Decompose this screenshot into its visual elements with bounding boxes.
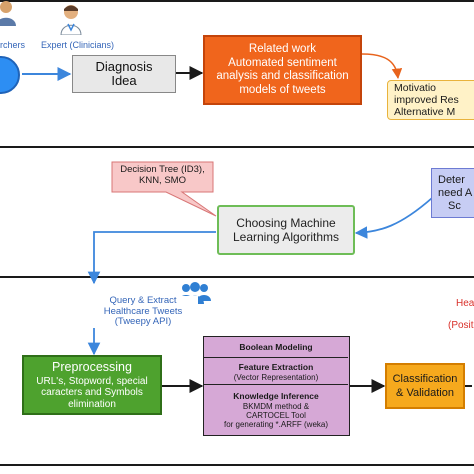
related-line-4: models of tweets	[239, 83, 326, 96]
motivation-box: Motivatio improved Res Alternative M	[387, 80, 474, 120]
motivation-line-3: Alternative M	[394, 106, 456, 118]
preprocessing-title: Preprocessing	[52, 359, 132, 374]
motivation-line-1: Motivatio	[394, 82, 437, 94]
modeling-stack: Boolean Modeling Feature Extraction (Vec…	[203, 336, 350, 436]
health-line-1: Hea	[456, 298, 474, 309]
preprocessing-box: Preprocessing URL's, Stopword, special c…	[22, 355, 162, 415]
health-sentiment-label: Hea (Posit	[448, 293, 474, 337]
related-work-box: Related work Automated sentiment analysi…	[203, 35, 362, 105]
boolean-modeling-section: Boolean Modeling	[204, 337, 348, 358]
algorithms-line-2: KNN, SMO	[139, 175, 186, 186]
researchers-icon	[0, 0, 18, 26]
arrow-related-to-motivation	[361, 53, 403, 80]
preprocessing-line-3: elimination	[68, 398, 116, 410]
choosing-line-1: Choosing Machine	[236, 216, 336, 230]
classification-line-1: Classification	[392, 373, 458, 385]
expert-label: Expert (Clinicians)	[41, 40, 115, 50]
knowledge-line-2: CARTOCEL Tool	[246, 410, 306, 420]
diagnosis-line-2: Idea	[111, 73, 137, 88]
arrow-determine-to-choosing	[354, 197, 433, 239]
query-line-2: Healthcare Tweets	[103, 305, 183, 317]
determine-box: Deter need A Sc	[431, 168, 474, 218]
feature-sub: (Vector Representation)	[233, 372, 319, 382]
preprocessing-line-2: caracters and Symbols	[41, 387, 143, 399]
knowledge-inference-section: Knowledge Inference BKMDM method & CARTO…	[204, 386, 348, 434]
query-line-3: (Tweepy API)	[114, 316, 172, 327]
motivation-line-2: improved Res	[394, 94, 459, 106]
related-line-2: Automated sentiment	[228, 56, 337, 69]
feature-extraction-section: Feature Extraction (Vector Representatio…	[204, 358, 348, 385]
top-border	[0, 0, 474, 2]
boolean-label: Boolean Modeling	[239, 342, 313, 352]
diagnosis-idea-box: Diagnosis Idea	[72, 55, 176, 93]
determine-line-1: Deter	[438, 173, 465, 186]
query-extract-label: Query & Extract Healthcare Tweets (Tweep…	[88, 295, 198, 328]
feature-title: Feature Extraction	[238, 362, 314, 372]
lane-divider-2	[0, 276, 474, 278]
algorithms-line-1: Decision Tree (ID3),	[120, 164, 205, 175]
query-line-1: Query & Extract	[109, 295, 177, 306]
diagnosis-line-1: Diagnosis	[95, 59, 153, 74]
knowledge-title: Knowledge Inference	[233, 391, 319, 401]
researchers-label: rchers	[0, 40, 26, 50]
bottom-border	[0, 464, 474, 466]
classification-line-2: & Validation	[396, 387, 454, 399]
algorithms-callout: Decision Tree (ID3), KNN, SMO	[110, 160, 220, 218]
classification-validation-box: Classification & Validation	[385, 363, 465, 409]
determine-line-3: Sc	[448, 199, 461, 212]
related-line-1: Related work	[248, 43, 317, 55]
related-line-3: analysis and classification	[216, 70, 349, 82]
knowledge-line-3: for generating *.ARFF (weka)	[223, 419, 329, 429]
arrow-choosing-to-query	[87, 231, 216, 285]
expert-icon	[60, 3, 82, 36]
health-line-2: (Posit	[448, 320, 474, 331]
choosing-line-2: Learning Algorithms	[232, 230, 340, 244]
knowledge-line-1: BKMDM method &	[242, 401, 310, 411]
determine-line-2: need A	[438, 186, 473, 199]
preprocessing-line-1: URL's, Stopword, special	[36, 375, 148, 387]
choosing-ml-box: Choosing Machine Learning Algorithms	[217, 205, 355, 255]
lane-divider-1	[0, 146, 474, 148]
